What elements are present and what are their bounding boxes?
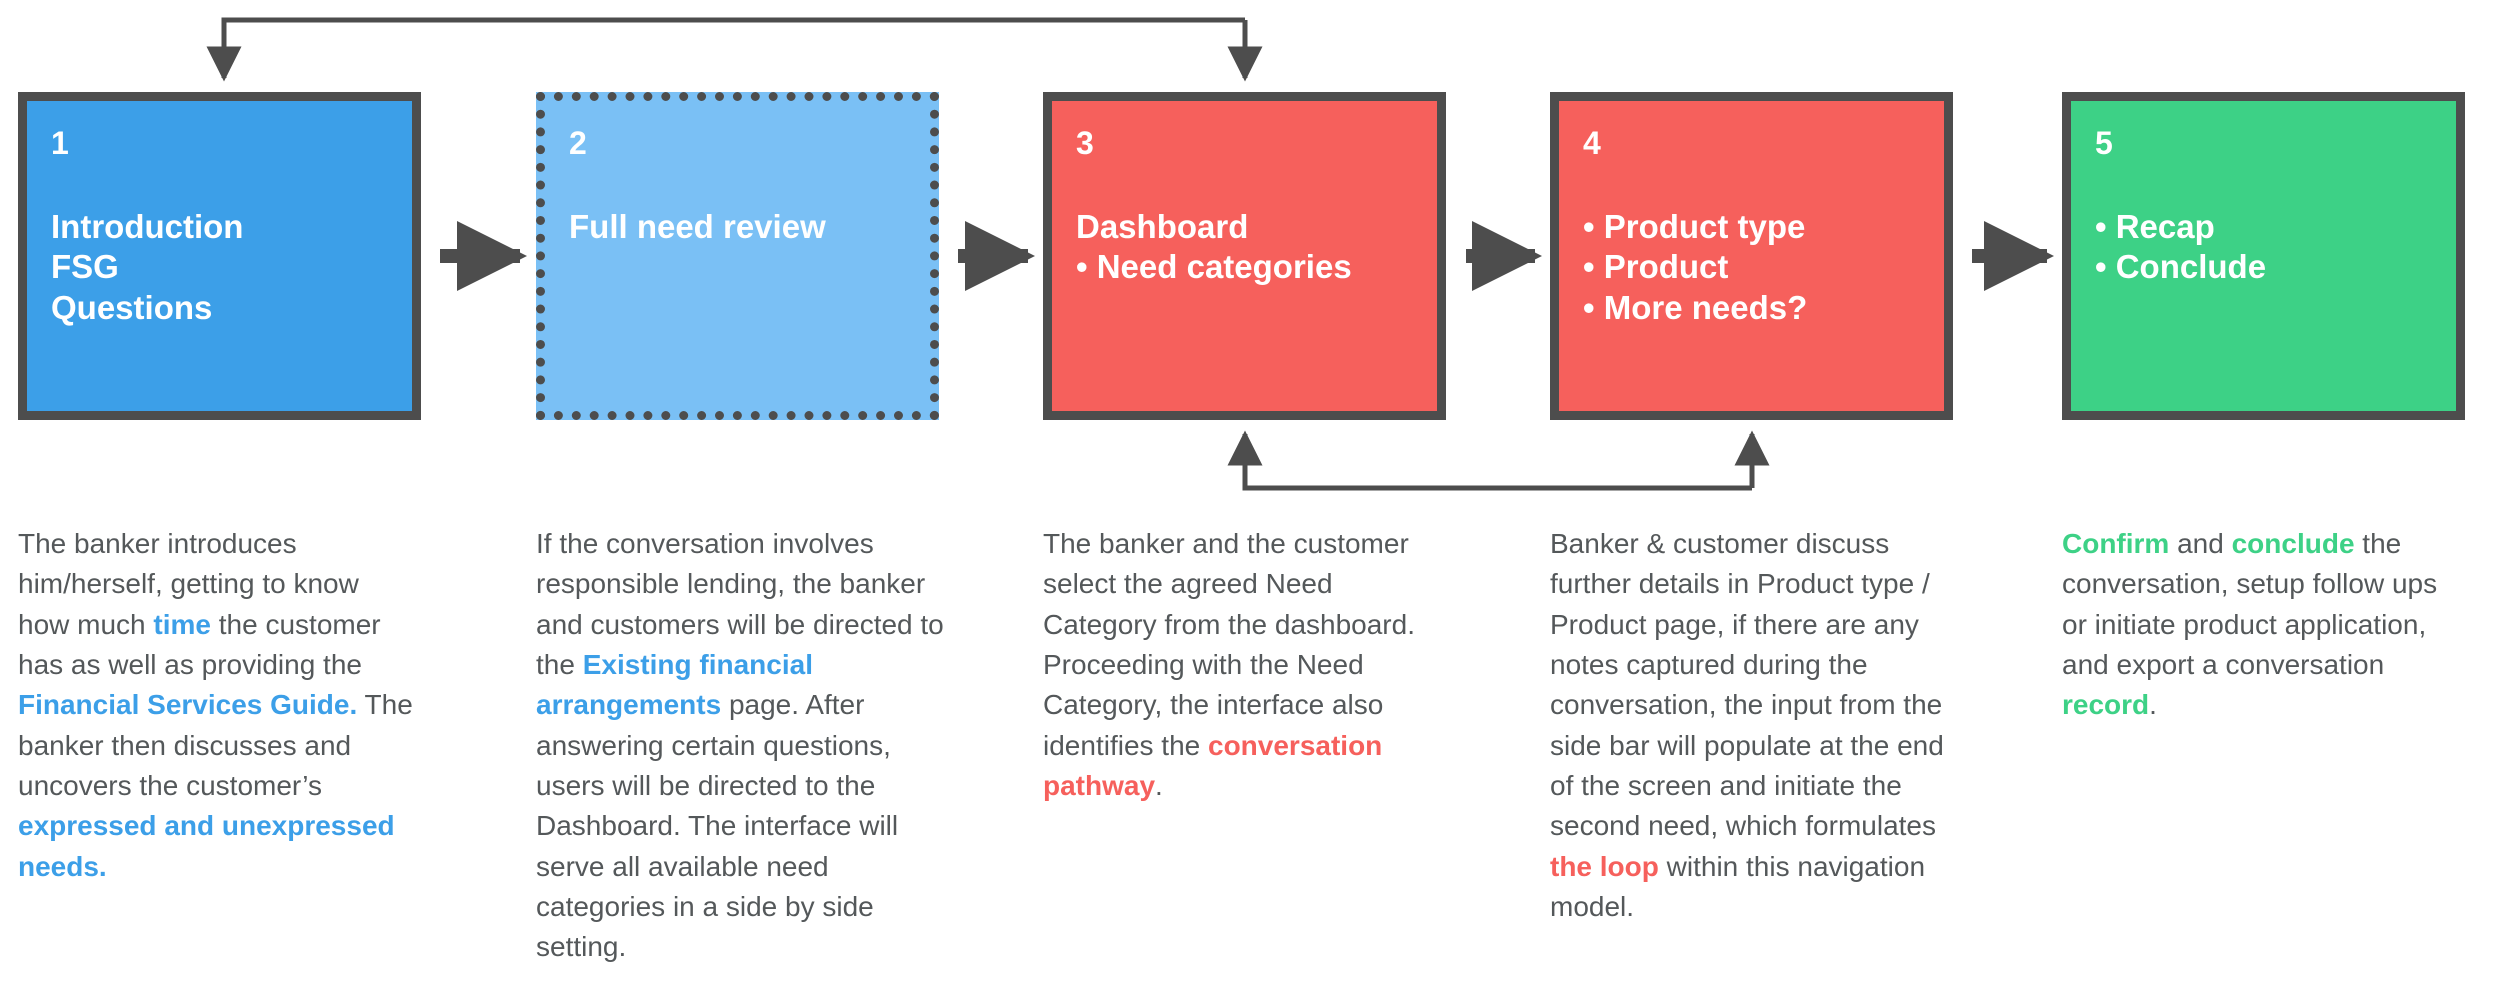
- caption-step-1: The banker introduces him/herself, getti…: [18, 524, 413, 887]
- caption-step-3: The banker and the customer select the a…: [1043, 524, 1453, 806]
- highlighted-text: the loop: [1550, 850, 1659, 882]
- highlighted-text: time: [153, 608, 211, 640]
- step-label: Dashboard • Need categories: [1076, 208, 1352, 286]
- flow-step-2[interactable]: 2 Full need review: [536, 92, 939, 420]
- plain-text: page. After answering certain questions,…: [536, 689, 899, 963]
- highlighted-text: expressed and unexpressed needs.: [18, 810, 395, 882]
- caption-step-2: If the conversation involves responsible…: [536, 524, 951, 967]
- step-number: 1: [51, 125, 69, 161]
- plain-text: within this navigation model.: [1550, 850, 1926, 922]
- caption-step-4: Banker & customer discuss further detail…: [1550, 524, 1950, 927]
- step-label: • Recap • Conclude: [2095, 208, 2267, 286]
- plain-text: the conversation, setup follow ups or in…: [2062, 528, 2438, 680]
- plain-text: .: [2149, 689, 2157, 721]
- step-number: 2: [569, 125, 587, 161]
- plain-text: .: [1155, 769, 1163, 801]
- flow-step-1[interactable]: 1 Introduction FSG Questions: [18, 92, 421, 420]
- step-number: 5: [2095, 125, 2113, 161]
- caption-step-5: Confirm and conclude the conversation, s…: [2062, 524, 2462, 726]
- highlighted-text: Existing financial arrangements: [536, 648, 813, 721]
- plain-text: Banker & customer discuss further detail…: [1550, 528, 1944, 842]
- plain-text: The banker introduces him/herself, getti…: [18, 528, 359, 640]
- highlighted-text: record: [2062, 689, 2150, 721]
- flow-step-5[interactable]: 5 • Recap • Conclude: [2062, 92, 2465, 420]
- highlighted-text: conclude: [2231, 528, 2355, 559]
- plain-text: If the conversation involves responsible…: [536, 528, 944, 680]
- step-number: 4: [1583, 125, 1601, 161]
- loop-bottom-step4-to-step3: [1227, 430, 1770, 491]
- step-label: Full need review: [569, 208, 826, 245]
- highlighted-text: conversation pathway: [1043, 729, 1383, 801]
- step-number: 3: [1076, 125, 1094, 161]
- highlighted-text: Financial Services Guide.: [18, 689, 358, 721]
- step-label: • Product type • Product • More needs?: [1583, 208, 1808, 326]
- highlighted-text: Confirm: [2062, 528, 2170, 559]
- plain-text: the customer has as well as providing th…: [18, 608, 381, 680]
- plain-text: The banker and the customer select the a…: [1043, 528, 1415, 761]
- flow-step-3[interactable]: 3 Dashboard • Need categories: [1043, 92, 1446, 420]
- plain-text: The banker then discusses and uncovers t…: [18, 689, 413, 801]
- loop-top-step3-to-step1: [206, 17, 1263, 82]
- flow-step-4[interactable]: 4 • Product type • Product • More needs?: [1550, 92, 1953, 420]
- plain-text: and: [2169, 528, 2232, 559]
- step-label: Introduction FSG Questions: [51, 208, 244, 326]
